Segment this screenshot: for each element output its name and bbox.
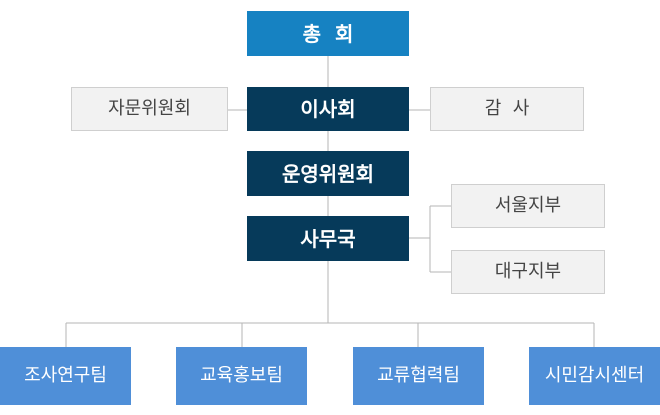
education-pr-team-box: 교육홍보팀 [176, 347, 307, 405]
daegu-branch-box: 대구지부 [451, 250, 605, 294]
general-assembly-box: 총 회 [247, 11, 409, 56]
exchange-cooperation-team-box: 교류협력팀 [353, 347, 484, 405]
board-box: 이사회 [247, 87, 409, 131]
advisory-committee-box: 자문위원회 [71, 87, 228, 131]
secretariat-box: 사무국 [247, 216, 409, 261]
steering-committee-box: 운영위원회 [247, 151, 409, 196]
research-team-box: 조사연구팀 [0, 347, 131, 405]
seoul-branch-box: 서울지부 [451, 184, 605, 228]
citizen-watch-center-box: 시민감시센터 [529, 347, 660, 405]
audit-box: 감 사 [430, 87, 584, 131]
